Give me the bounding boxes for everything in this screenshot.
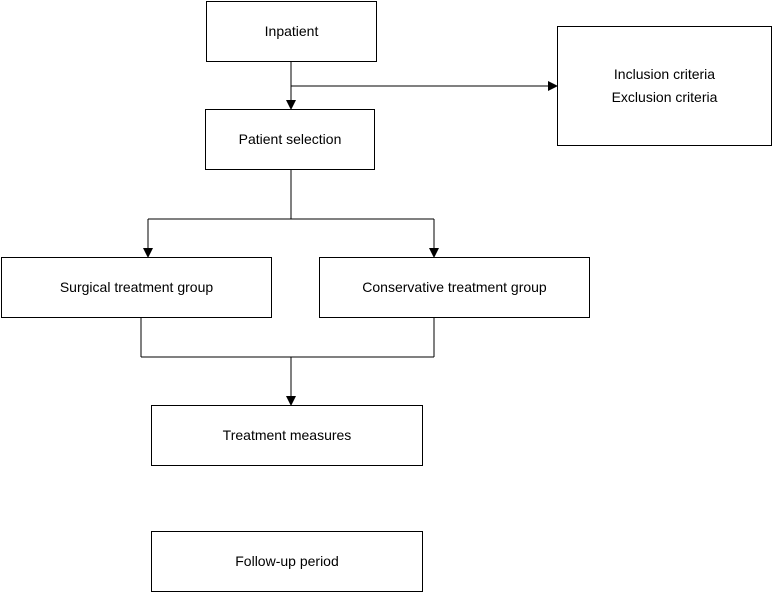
- conservative-group-label: Conservative treatment group: [362, 279, 547, 295]
- patient-selection-box: Patient selection: [205, 109, 375, 170]
- treatment-measures-box: Treatment measures: [151, 405, 423, 466]
- exclusion-criteria-label: Exclusion criteria: [611, 89, 718, 105]
- patient-selection-label: Patient selection: [238, 131, 342, 147]
- inclusion-criteria-label: Inclusion criteria: [613, 66, 716, 82]
- treatment-measures-label: Treatment measures: [222, 427, 352, 443]
- follow-up-label: Follow-up period: [235, 553, 339, 569]
- follow-up-box: Follow-up period: [151, 531, 423, 592]
- surgical-group-box: Surgical treatment group: [1, 257, 272, 318]
- surgical-group-label: Surgical treatment group: [59, 279, 214, 295]
- inpatient-box: Inpatient: [206, 1, 377, 62]
- conservative-group-box: Conservative treatment group: [319, 257, 590, 318]
- inpatient-label: Inpatient: [264, 23, 319, 39]
- criteria-box: Inclusion criteria Exclusion criteria: [557, 26, 772, 146]
